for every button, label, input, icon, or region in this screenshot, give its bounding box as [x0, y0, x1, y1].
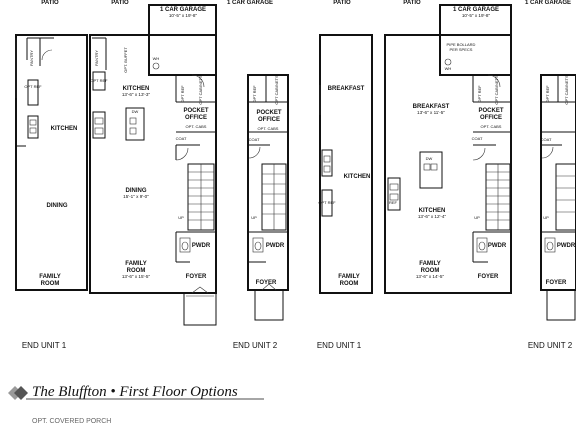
label-opt-ref-lm-garage: OPT REF — [180, 85, 185, 103]
label-dining-lu1: DINING — [47, 203, 68, 209]
plan-right-end-unit-2 — [540, 74, 576, 321]
dim-breakfast-rm: 13'-6" x 11'-5" — [417, 110, 445, 115]
label-opt-cabinets-lu2: OPT CABINETS — [274, 75, 279, 105]
label-up-rm: UP — [474, 215, 480, 220]
label-coat-lu2: COAT — [249, 137, 260, 142]
label-family-lu1: FAMILY — [39, 274, 60, 280]
label-garage-left-unit2: 1 CAR GARAGE — [227, 0, 273, 6]
label-patio-left-2: PATIO — [111, 0, 129, 6]
dim-kitchen-lm: 13'-6" x 13'-3" — [122, 92, 151, 97]
dim-family-rm: 13'-6" x 14'-5" — [416, 274, 445, 279]
dim-dining-lm: 15'-1" x 9'-0" — [123, 194, 149, 199]
unit-label-left-2: END UNIT 2 — [233, 341, 278, 350]
label-opt-ref-rm: OPT REF — [477, 85, 482, 103]
dim-kitchen-rm: 13'-6" x 12'-4" — [418, 214, 447, 219]
plan-left-end-unit-2 — [247, 74, 289, 321]
plan-right-end-unit-main — [384, 4, 512, 294]
label-foyer-lm: FOYER — [186, 274, 207, 280]
label-per-specs-rm: PER SPECS — [450, 47, 473, 52]
label-coat-rm: COAT — [472, 136, 483, 141]
label-opt-cabinets-lm: OPT CABINETS — [198, 75, 203, 105]
label-room-lm: ROOM — [127, 268, 146, 274]
label-coat-ru2: COAT — [541, 137, 552, 142]
label-family-lm: FAMILY — [125, 261, 146, 267]
label-up-ru2: UP — [543, 215, 549, 220]
label-opt-cabinets-rm: OPT CABINETS — [494, 75, 499, 105]
label-pipe-bollard-rm: PIPE BOLLARD — [447, 42, 476, 47]
label-room-rm: ROOM — [421, 268, 440, 274]
label-opt-buffet-lm: OPT. BUFFET — [123, 47, 128, 73]
dim-family-lm: 13'-6" x 15'-5" — [122, 274, 151, 279]
label-patio-left-1: PATIO — [41, 0, 59, 6]
label-foyer-ru2: FOYER — [546, 280, 567, 286]
unit-label-right-1: END UNIT 1 — [317, 341, 362, 350]
label-kitchen-lm: KITCHEN — [123, 86, 150, 92]
label-office-lu2: OFFICE — [258, 117, 280, 123]
label-opt-ref-lu2: OPT REF — [252, 85, 257, 103]
label-kitchen-rm: KITCHEN — [419, 208, 446, 214]
label-pwdr-lm: PWDR — [192, 243, 211, 249]
label-coat-lm: COAT — [176, 136, 187, 141]
dim-garage-left: 10'-5" x 19'-8" — [169, 13, 198, 18]
label-opt-cabs-rm: OPT. CABS — [481, 124, 502, 129]
label-opt-ref-ru2: OPT REF — [545, 85, 550, 103]
label-opt-ref-lu1: OPT REF — [24, 84, 42, 89]
label-garage-left: 1 CAR GARAGE — [160, 7, 206, 13]
label-garage-right-unit2: 1 CAR GARAGE — [525, 0, 571, 6]
label-wh-lm: WH — [153, 56, 160, 61]
label-family-ru1: FAMILY — [338, 274, 359, 280]
plan-left-end-unit-1 — [15, 34, 88, 291]
label-patio-right-2: PATIO — [403, 0, 421, 6]
label-up-lm: UP — [178, 215, 184, 220]
label-room-lu1: ROOM — [41, 281, 60, 287]
label-kitchen-ru1: KITCHEN — [344, 174, 371, 180]
plan-left-end-unit-main — [89, 4, 217, 326]
label-dw-lm: DW — [132, 109, 139, 114]
plan-right-end-unit-1 — [319, 34, 373, 294]
label-dining-lm: DINING — [126, 188, 147, 194]
label-breakfast-ru1: BREAKFAST — [328, 86, 365, 92]
option-caption: OPT. COVERED PORCH — [32, 418, 111, 425]
label-pocket-lm: POCKET — [183, 108, 208, 114]
diamond-logo-icon — [8, 386, 28, 400]
label-dw-rm: DW — [426, 156, 433, 161]
label-breakfast-rm: BREAKFAST — [413, 104, 450, 110]
label-pocket-rm: POCKET — [478, 108, 503, 114]
label-pantry-lm: PANTRY — [94, 50, 99, 66]
label-opt-cabs-lm: OPT. CABS — [186, 124, 207, 129]
label-foyer-lu2: FOYER — [256, 280, 277, 286]
label-pantry-lu1: PANTRY — [29, 50, 34, 66]
label-pwdr-rm: PWDR — [488, 243, 507, 249]
label-pwdr-ru2: PWDR — [557, 243, 576, 249]
label-ref-rm: REF — [389, 200, 398, 205]
dim-garage-right: 10'-5" x 19'-8" — [462, 13, 491, 18]
label-office-rm: OFFICE — [480, 115, 502, 121]
label-kitchen-lu1: KITCHEN — [51, 126, 78, 132]
label-opt-ref-lm: OPT REF — [90, 78, 108, 83]
label-opt-ref-ru1: OPT REF — [318, 200, 336, 205]
label-opt-cabinets-ru2: OPT CABINETS — [564, 75, 569, 105]
unit-label-right-2: END UNIT 2 — [528, 341, 573, 350]
label-patio-right-1: PATIO — [333, 0, 351, 6]
label-office-lm: OFFICE — [185, 115, 207, 121]
label-garage-right: 1 CAR GARAGE — [453, 7, 499, 13]
label-pocket-lu2: POCKET — [256, 110, 281, 116]
label-family-rm: FAMILY — [419, 261, 440, 267]
unit-label-left-1: END UNIT 1 — [22, 341, 67, 350]
label-up-lu2: UP — [251, 215, 257, 220]
label-pwdr-lu2: PWDR — [266, 243, 285, 249]
label-foyer-rm: FOYER — [478, 274, 499, 280]
plan-title: The Bluffton • First Floor Options — [32, 384, 238, 400]
label-wh-rm: WH — [445, 66, 452, 71]
label-room-ru1: ROOM — [340, 281, 359, 287]
label-opt-cabs-lu2: OPT. CABS — [258, 126, 279, 131]
